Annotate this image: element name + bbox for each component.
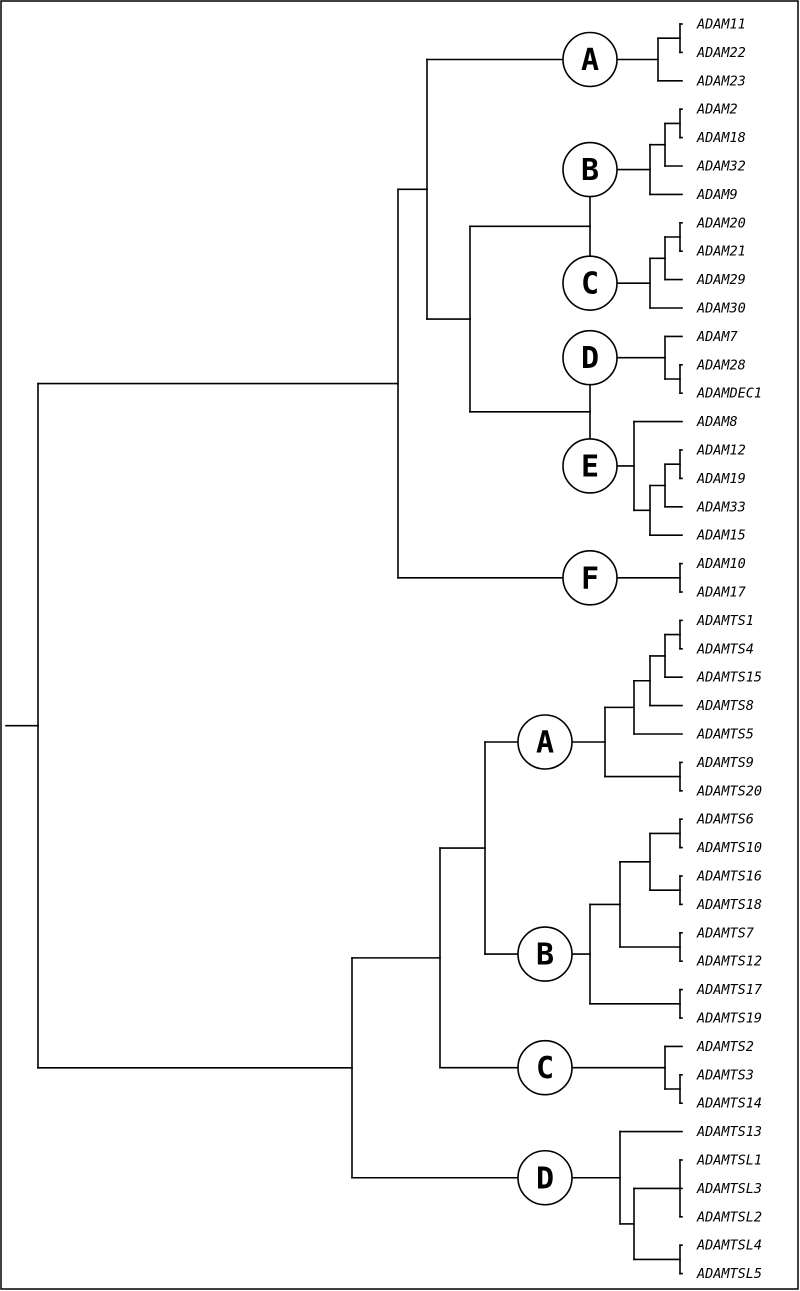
clade-markers: A B C D E F A B C D	[517, 31, 618, 1206]
leaf-label: ADAM33	[696, 499, 746, 515]
leaf-label: ADAM15	[696, 528, 746, 544]
leaf-label: ADAMTS14	[696, 1096, 762, 1112]
leaf-label: ADAM9	[696, 187, 738, 203]
leaf-label: ADAMTS13	[696, 1124, 762, 1140]
leaf-label: ADAM2	[696, 102, 738, 118]
leaf-label: ADAMTS10	[696, 840, 762, 856]
leaf-label: ADAM8	[696, 414, 738, 430]
clade-circle	[517, 1039, 573, 1096]
clade-letter: B	[536, 938, 554, 973]
clade-letter: A	[536, 725, 554, 760]
clade-circle	[562, 549, 618, 606]
clade-letter: F	[581, 561, 599, 596]
leaf-label: ADAMTS8	[696, 698, 754, 714]
leaf-label: ADAMTSL5	[696, 1266, 762, 1282]
leaf-label: ADAMTS3	[696, 1067, 754, 1083]
clade-letter: E	[581, 449, 599, 484]
leaf-label: ADAM19	[696, 471, 746, 487]
leaf-label: ADAM30	[696, 301, 746, 317]
leaf-label: ADAMTS4	[696, 641, 754, 657]
leaf-label: ADAMTSL3	[696, 1181, 762, 1197]
leaf-label: ADAMTS16	[696, 869, 762, 885]
clade-circle	[562, 438, 618, 494]
clade-circle	[562, 329, 618, 386]
leaf-label: ADAM17	[696, 585, 746, 601]
clade-circle	[562, 255, 618, 311]
leaf-label: ADAMTS12	[696, 954, 762, 970]
leaf-label: ADAMTS20	[696, 783, 762, 799]
leaf-label: ADAM18	[696, 130, 746, 146]
leaf-label: ADAMTS1	[696, 613, 754, 629]
leaf-label: ADAMTS6	[696, 812, 754, 828]
leaf-label: ADAMTS9	[696, 755, 754, 771]
clade-letter: B	[581, 153, 599, 188]
leaf-label: ADAM11	[696, 17, 746, 33]
leaf-labels: ADAM11ADAM22ADAM23ADAM2ADAM18ADAM32ADAM9…	[696, 17, 762, 1283]
leaf-label: ADAM32	[696, 159, 746, 175]
leaf-label: ADAMTS15	[696, 670, 762, 686]
leaf-label: ADAMTS19	[696, 1011, 762, 1027]
leaf-label: ADAMTSL4	[696, 1238, 762, 1254]
clade-letter: C	[536, 1051, 554, 1086]
leaf-label: ADAM21	[696, 244, 746, 260]
leaf-label: ADAM28	[696, 357, 746, 373]
clade-circle	[517, 1149, 573, 1206]
leaf-label: ADAMTSL1	[696, 1153, 762, 1169]
leaf-label: ADAM12	[696, 443, 746, 459]
leaf-label: ADAMTS5	[696, 727, 754, 743]
clade-circle	[562, 141, 618, 198]
leaf-label: ADAMDEC1	[696, 386, 762, 402]
tree-branches	[5, 23, 683, 1275]
leaf-label: ADAMTS7	[696, 925, 754, 941]
clade-letter: C	[581, 267, 599, 302]
clade-circle	[517, 926, 573, 982]
leaf-label: ADAM7	[696, 329, 738, 345]
clade-circle	[562, 31, 618, 88]
leaf-label: ADAMTS18	[696, 897, 762, 913]
leaf-label: ADAMTSL2	[696, 1209, 762, 1225]
leaf-label: ADAM22	[696, 45, 746, 61]
leaf-label: ADAMTS2	[696, 1039, 754, 1055]
clade-letter: A	[581, 43, 599, 78]
leaf-label: ADAM23	[696, 73, 746, 89]
leaf-label: ADAM29	[696, 272, 746, 288]
clade-letter: D	[536, 1161, 554, 1196]
leaf-label: ADAM10	[696, 556, 746, 572]
leaf-label: ADAMTS17	[696, 982, 762, 998]
clade-letter: D	[581, 341, 599, 376]
clade-circle	[517, 714, 573, 770]
leaf-label: ADAM20	[696, 215, 746, 231]
